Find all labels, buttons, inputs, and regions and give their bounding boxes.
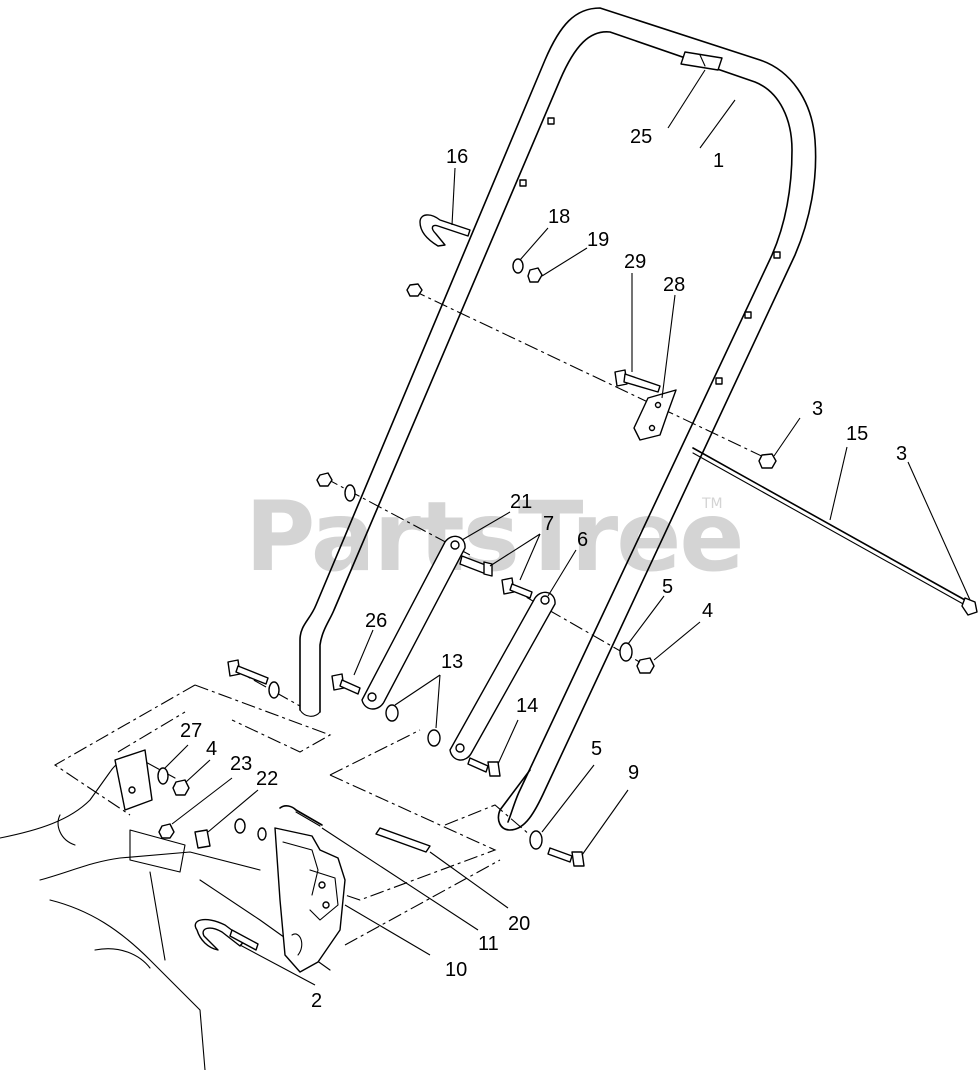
control-rod — [692, 447, 978, 616]
linkage-6 — [449, 591, 556, 761]
callout-4: 4 — [206, 738, 217, 760]
callout-14: 14 — [516, 695, 538, 717]
callout-19: 19 — [587, 229, 609, 251]
bolt-26 — [331, 673, 361, 695]
callout-22: 22 — [256, 768, 278, 790]
callout-5: 5 — [591, 738, 602, 760]
hitch-pin — [194, 918, 259, 951]
washer-13b — [427, 729, 441, 747]
callout-15: 15 — [846, 423, 868, 445]
callout-1: 1 — [713, 150, 724, 172]
callout-4: 4 — [702, 600, 713, 622]
callout-29: 29 — [624, 251, 646, 273]
callout-6: 6 — [577, 529, 588, 551]
decal-label — [680, 51, 723, 71]
callout-10: 10 — [445, 959, 467, 981]
callout-9: 9 — [628, 762, 639, 784]
leader-lines — [164, 69, 971, 986]
bolt-22 — [194, 829, 211, 849]
callout-2: 2 — [311, 990, 322, 1012]
callout-13: 13 — [441, 651, 463, 673]
bracket-28 — [633, 389, 677, 441]
nut-washer-23 — [158, 818, 267, 841]
callout-18: 18 — [548, 206, 570, 228]
washer-5-lower — [529, 830, 543, 850]
watermark-trademark: TM — [701, 496, 723, 512]
callout-3: 3 — [812, 398, 823, 420]
nut-washer-left — [316, 472, 356, 502]
nut-4-right — [636, 657, 655, 674]
callout-3: 3 — [896, 443, 907, 465]
callout-16: 16 — [446, 146, 468, 168]
spring-11 — [279, 805, 323, 827]
bolt-7b — [501, 577, 533, 599]
nut-upper — [406, 283, 423, 297]
mount-bracket-10 — [274, 827, 346, 973]
washer-5-right — [619, 642, 633, 662]
bolt-29 — [614, 369, 661, 393]
bolt-left-lower — [227, 659, 280, 699]
callout-20: 20 — [508, 913, 530, 935]
callout-28: 28 — [663, 274, 685, 296]
callout-21: 21 — [510, 491, 532, 513]
callout-27: 27 — [180, 720, 202, 742]
callout-7: 7 — [543, 513, 554, 535]
bolt-14 — [467, 757, 501, 777]
washer-13a — [385, 704, 399, 722]
callout-23: 23 — [230, 753, 252, 775]
hairpin-clip — [419, 214, 471, 247]
nut-4-left — [172, 779, 190, 796]
washer-27 — [157, 767, 169, 785]
linkage-21 — [361, 535, 466, 710]
washer-18 — [512, 258, 524, 274]
callout-5: 5 — [662, 576, 673, 598]
spacer-20 — [375, 827, 431, 853]
bolt-9 — [547, 847, 585, 867]
callout-25: 25 — [630, 126, 652, 148]
nut-19 — [527, 267, 543, 283]
handle-frame — [299, 7, 817, 831]
mower-deck — [0, 749, 331, 1070]
callout-11: 11 — [478, 933, 499, 955]
nut-3-upper — [758, 453, 777, 469]
callout-labels: 1 2 3 3 4 4 5 5 6 7 9 10 11 13 14 15 16 … — [180, 126, 907, 1012]
callout-26: 26 — [365, 610, 387, 632]
